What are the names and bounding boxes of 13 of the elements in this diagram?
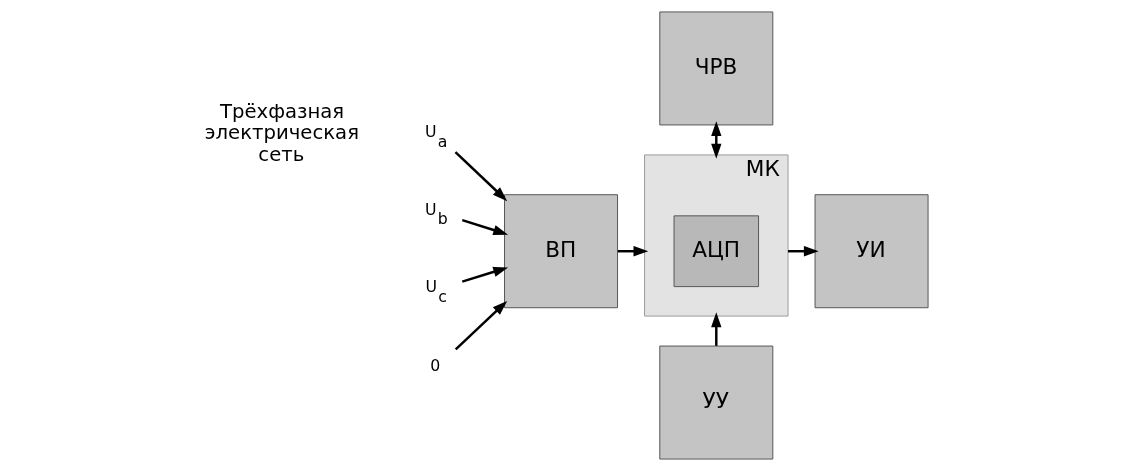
arrow bbox=[454, 300, 508, 351]
arrow bbox=[461, 266, 509, 283]
label: Трёхфазная электрическая сеть bbox=[204, 99, 359, 166]
arrow bbox=[711, 121, 722, 159]
node-box: ЧРВ bbox=[659, 11, 774, 126]
arrow bbox=[711, 312, 722, 346]
node-box: ВП bbox=[504, 194, 618, 309]
node-box: УУ bbox=[659, 345, 774, 460]
node-text: 0 bbox=[430, 355, 441, 375]
node-box: АЦП bbox=[673, 215, 760, 288]
arrow bbox=[461, 218, 509, 236]
node-box: УИ bbox=[814, 194, 929, 309]
arrow bbox=[454, 151, 508, 202]
